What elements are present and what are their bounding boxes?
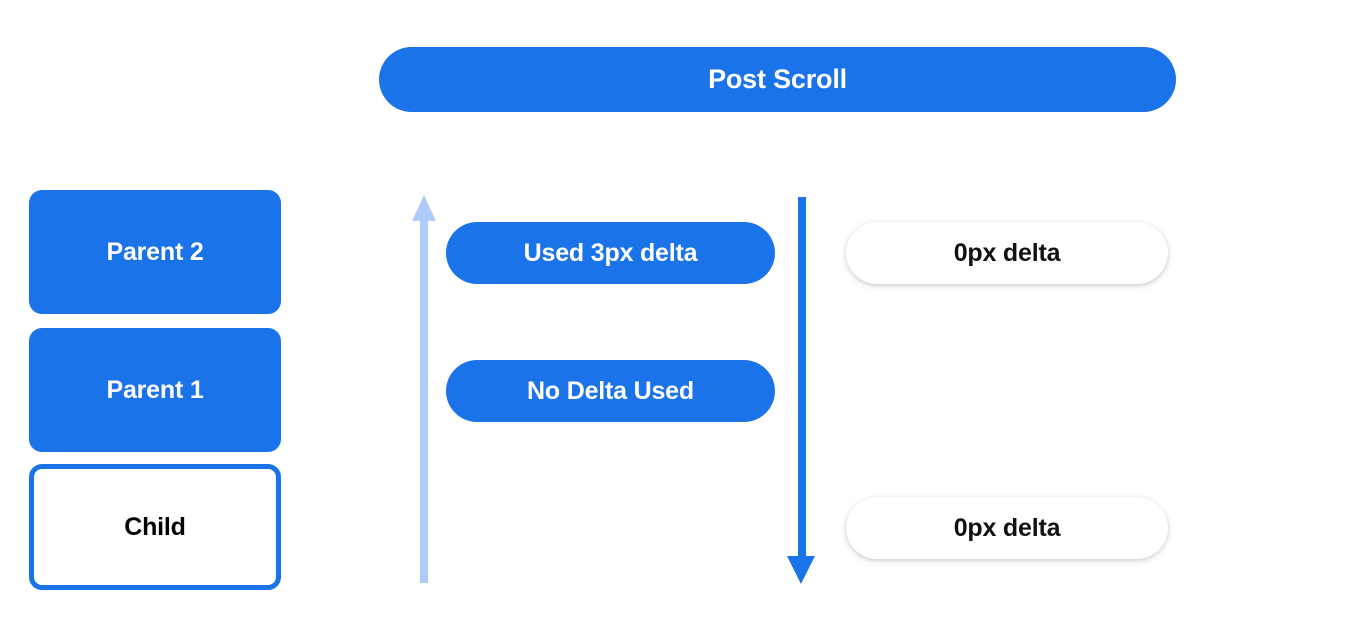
pill-zero-delta-bottom: 0px delta — [846, 497, 1168, 559]
node-parent-2: Parent 2 — [29, 190, 281, 314]
node-parent-1-label: Parent 1 — [106, 375, 204, 404]
pill-used-3px-delta: Used 3px delta — [446, 222, 775, 284]
node-parent-1: Parent 1 — [29, 328, 281, 452]
header-title: Post Scroll — [708, 64, 847, 94]
pill-zero-delta-bottom-label: 0px delta — [953, 513, 1061, 542]
pill-zero-delta-top: 0px delta — [846, 222, 1168, 284]
up-arrow-icon — [412, 195, 436, 583]
pill-used-3px-delta-label: Used 3px delta — [523, 238, 698, 267]
pill-no-delta-used: No Delta Used — [446, 360, 775, 422]
pill-zero-delta-top-label: 0px delta — [953, 238, 1061, 267]
node-child: Child — [29, 464, 281, 590]
node-child-label: Child — [124, 512, 186, 541]
pill-no-delta-used-label: No Delta Used — [527, 376, 694, 405]
node-parent-2-label: Parent 2 — [106, 237, 204, 266]
header-post-scroll: Post Scroll — [379, 47, 1176, 112]
down-arrow-icon — [787, 197, 815, 584]
